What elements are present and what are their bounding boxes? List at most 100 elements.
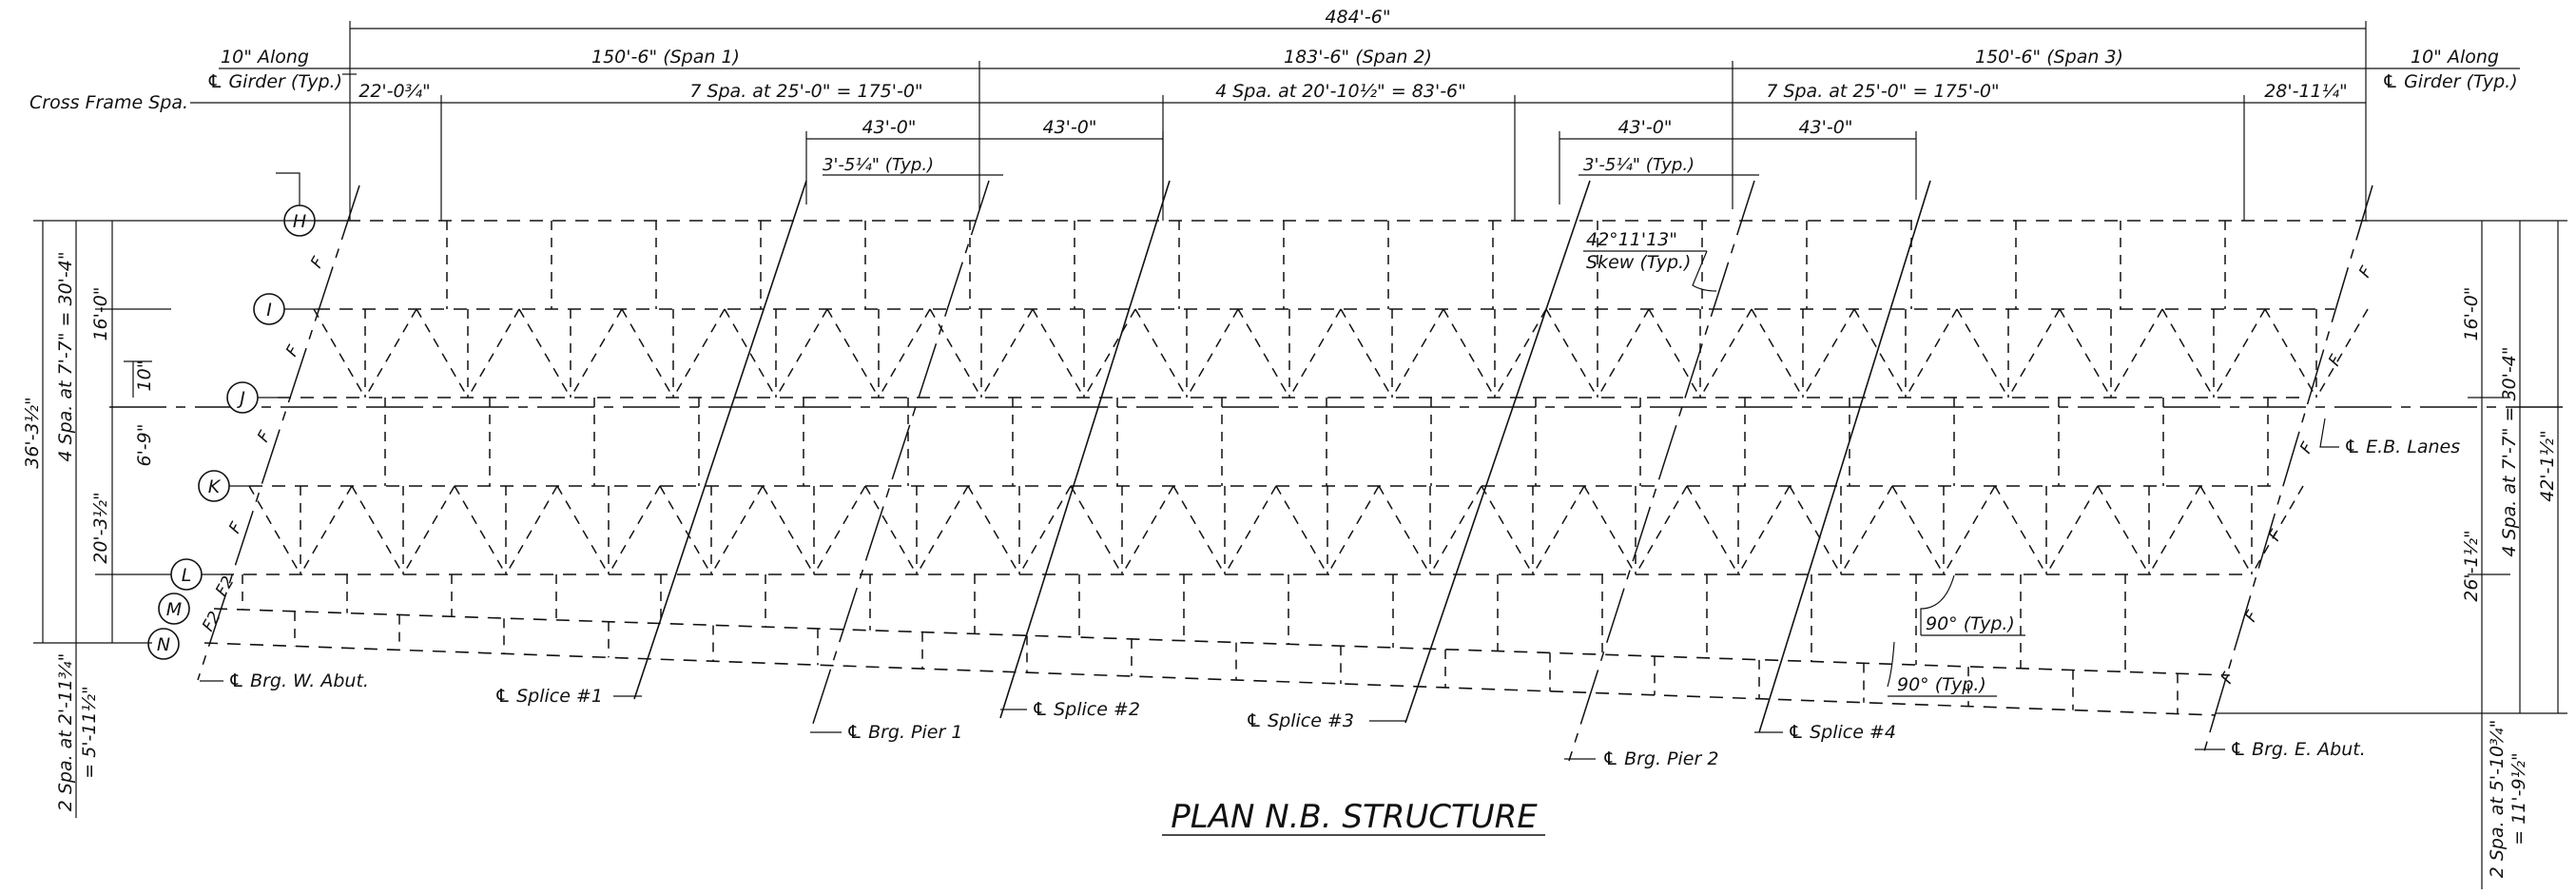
callout-splice2: ℄ Splice #2 (1032, 699, 1140, 720)
callout-brg-pier2: ℄ Brg. Pier 2 (1602, 748, 1718, 769)
ninety-notes: 90° (Typ.) 90° (Typ.) (1887, 574, 2025, 697)
cross-frame-member (1340, 308, 1393, 398)
callout-splice3: ℄ Splice #3 (1246, 710, 1354, 731)
cross-frame-member (402, 485, 455, 575)
cf-span2-dim: 4 Spa. at 20'-10½" = 83'-6" (1215, 81, 1466, 102)
cross-frame-member (710, 485, 764, 575)
cross-frame-member (813, 485, 866, 575)
cross-frame-member (505, 485, 558, 575)
splice-left-a-dim: 43'-0" (862, 117, 916, 138)
svg-text:F: F (2355, 263, 2376, 282)
cross-frame-member (300, 485, 353, 575)
right-dimensions: 16'-0" 4 Spa. at 7'-7" = 30'-4" 42'-1½" … (2216, 220, 2567, 889)
cross-frame-member (864, 485, 918, 575)
cross-frame-member (1583, 485, 1637, 575)
cross-frame-member (1481, 485, 1534, 575)
right-bottom-dim-2: = 11'-9½" (2508, 752, 2529, 845)
cross-frame-member (2161, 308, 2215, 398)
cf-span3-dim: 7 Spa. at 25'-0" = 175'-0" (1766, 81, 1999, 102)
along-girder-right-label: 10" Along (2411, 47, 2499, 68)
cross-frame-member (1905, 308, 1958, 398)
left-bottom-dim-1: 2 Spa. at 2'-11¾" (55, 653, 76, 812)
cross-frame-member (916, 485, 969, 575)
splice-left-b-dim: 43'-0" (1042, 117, 1096, 138)
cross-frame-member (454, 485, 507, 575)
girder-lines (203, 220, 2368, 716)
svg-text:F: F (225, 519, 246, 537)
girder-label-k: K (208, 476, 222, 497)
right-16-dim: 16'-0" (2461, 286, 2482, 340)
cross-frame-member (518, 308, 571, 398)
left-dimensions: 36'-3½" 4 Spa. at 7'-7" = 30'-4" 16'-0" … (22, 220, 347, 818)
cross-frame-member (1070, 485, 1123, 575)
cross-frame-spa-label: Cross Frame Spa. (29, 92, 188, 113)
cross-frame-member (2251, 485, 2304, 575)
girder-typ-left-label: ℄ Girder (Typ.) (206, 71, 342, 92)
cross-frame-member (659, 485, 712, 575)
cross-frame-member (2264, 308, 2317, 398)
svg-text:F: F (282, 342, 303, 360)
cross-frame-member (2110, 308, 2163, 398)
svg-text:F2: F2 (212, 573, 239, 600)
left-16-dim: 16'-0" (90, 286, 111, 340)
drawing-title: PLAN N.B. STRUCTURE (1162, 798, 1545, 836)
callouts: ℄ Brg. W. Abut. ℄ Splice #1 ℄ Brg. Pier … (200, 418, 2460, 769)
left-bottom-dim-2: = 5'-11½" (79, 686, 100, 778)
cross-frame-member (313, 308, 366, 398)
top-dimensions: 484'-6" 150'-6" (Span 1) 183'-6" (Span 2… (29, 7, 2520, 221)
cross-frame-member (672, 308, 726, 398)
svg-text:F: F (2325, 352, 2346, 370)
skew-label: Skew (Typ.) (1586, 252, 1691, 273)
cross-frame-member (1956, 308, 2009, 398)
splice3-line (1404, 180, 1591, 724)
girder-label-i: I (266, 300, 272, 321)
cross-frame-member (1032, 308, 1085, 398)
cross-frame-member (1378, 485, 1431, 575)
plan-title: PLAN N.B. STRUCTURE (1171, 798, 1538, 836)
span2-length: 183'-6" (Span 2) (1284, 47, 1432, 68)
cross-frame-member (467, 308, 520, 398)
splice1-line (633, 180, 807, 700)
cross-frame-member (416, 308, 469, 398)
cross-frame-member (1802, 308, 1855, 398)
splice-typ-right-dim: 3'-5¼" (Typ.) (1583, 155, 1695, 175)
right-26-dim: 26'-1½" (2461, 530, 2482, 602)
cross-frame-member (775, 308, 828, 398)
cross-frame-member (1083, 308, 1136, 398)
cross-frame-member (1699, 308, 1753, 398)
left-10-dim: 10" (134, 360, 155, 392)
girder-line-n (203, 642, 2217, 716)
span3-length: 150'-6" (Span 3) (1975, 47, 2123, 68)
cross-frame-member (364, 308, 417, 398)
cross-frame-member (570, 308, 623, 398)
cross-frame-member (2045, 485, 2099, 575)
cross-frame-member (1840, 485, 1893, 575)
cross-frame-member (1186, 308, 1239, 398)
cross-frames (242, 221, 2369, 714)
girder-bubbles: H I J K L M N (147, 172, 347, 660)
cross-frame-member (1648, 308, 1701, 398)
splice-typ-left-dim: 3'-5¼" (Typ.) (823, 155, 934, 175)
cross-frame-member (1327, 485, 1380, 575)
ninety-note-1: 90° (Typ.) (1926, 613, 2015, 634)
cross-frame-member (1943, 485, 1996, 575)
cf-last-dim: 28'-11¼" (2264, 81, 2348, 102)
cross-frame-member (621, 308, 674, 398)
cross-frame-member (351, 485, 404, 575)
girder-bubble-m (158, 593, 190, 625)
cross-frame-member (1789, 485, 1842, 575)
left-outer-dim: 36'-3½" (22, 397, 43, 469)
cross-frame-member (2148, 485, 2201, 575)
right-outer-dim: 42'-1½" (2537, 430, 2558, 502)
splice-right-a-dim: 43'-0" (1617, 117, 1672, 138)
cross-frame-member (1994, 485, 2047, 575)
girder-label-n: N (157, 634, 170, 655)
girder-bubble-k (198, 470, 230, 502)
svg-text:F: F (2296, 439, 2317, 457)
skew-angle: 42°11'13" (1586, 229, 1677, 250)
cross-frame-member (1686, 485, 1739, 575)
girder-bubble-i (253, 293, 285, 325)
svg-text:F: F (2218, 670, 2238, 688)
cross-frame-member (2213, 308, 2266, 398)
callout-brg-w-abut: ℄ Brg. W. Abut. (228, 670, 369, 691)
